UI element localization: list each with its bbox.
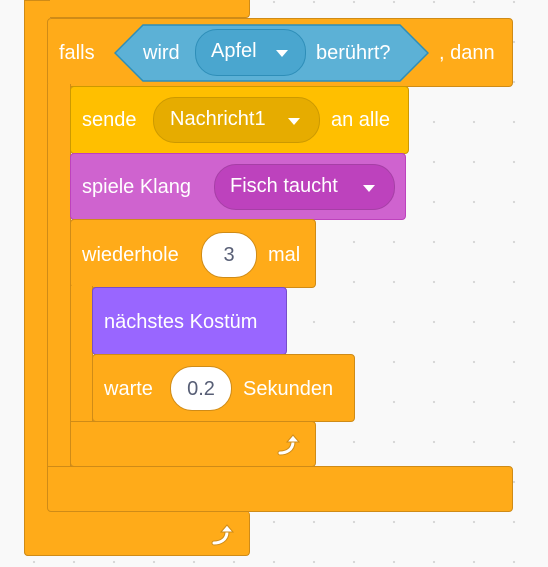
repeat-count-input[interactable]: 3 [201,232,257,278]
next-costume-block[interactable] [92,287,287,355]
repeat-suffix: mal [268,244,301,266]
repeat-prefix: wiederhole [82,244,179,266]
dropdown-caret-icon [288,118,300,125]
wait-seconds-input[interactable]: 0.2 [170,366,232,411]
sound-value: Fisch taucht [230,175,338,197]
broadcast-prefix: sende [82,109,137,131]
repeat-block-left-arm[interactable] [70,286,93,424]
broadcast-message-dropdown[interactable]: Nachricht1 [153,97,320,143]
dropdown-caret-icon [363,185,375,192]
repeat-block-bottom[interactable] [70,421,316,467]
touching-object-value: Apfel [211,40,257,62]
loop-arrow-icon [211,524,235,546]
broadcast-message-value: Nachricht1 [170,108,266,130]
outer-loop-top-arm[interactable] [24,0,250,18]
loop-arrow-icon [277,434,301,456]
next-costume-label: nächstes Kostüm [104,311,258,333]
wait-suffix: Sekunden [243,378,334,400]
touching-object-dropdown[interactable]: Apfel [195,29,306,76]
if-block-left-arm[interactable] [47,84,71,470]
play-sound-prefix: spiele Klang [82,176,191,198]
if-block-bottom[interactable] [47,466,513,512]
broadcast-suffix: an alle [331,109,390,131]
if-then-suffix: , dann [439,42,495,64]
repeat-count-value: 3 [223,244,235,266]
dropdown-caret-icon [276,50,288,57]
repeat-block-top[interactable] [70,219,316,288]
wait-seconds-value: 0.2 [187,378,215,400]
outer-loop-left-arm[interactable] [24,0,50,556]
wait-prefix: warte [104,378,153,400]
touching-suffix: berührt? [316,42,391,64]
outer-loop-bottom-arm[interactable] [24,511,250,556]
if-keyword: falls [59,42,95,64]
touching-prefix: wird [143,42,180,64]
sound-dropdown[interactable]: Fisch taucht [214,164,395,210]
